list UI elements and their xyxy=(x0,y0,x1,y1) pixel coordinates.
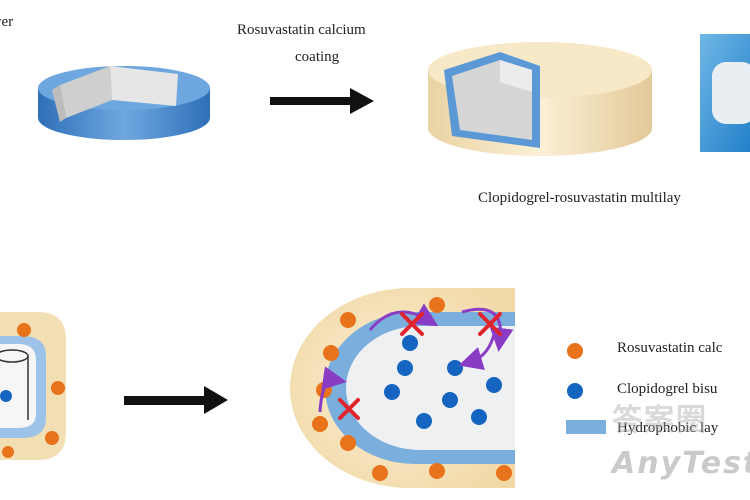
coating-label-line1: Rosuvastatin calcium xyxy=(237,22,366,38)
coating-label-line2: coating xyxy=(295,49,340,65)
watermark-en: AnyTest xyxy=(612,446,750,481)
blocked-cross-marks xyxy=(338,312,502,420)
blue-tablet xyxy=(38,66,210,140)
legend-orange-dot xyxy=(567,343,583,359)
tablet-caption: Clopidogrel-rosuvastatin multilay xyxy=(478,190,681,206)
legend-label-rosuvastatin: Rosuvastatin calc xyxy=(617,340,723,356)
rosuvastatin-dots xyxy=(312,297,512,481)
layer-label: yer xyxy=(0,14,14,30)
coated-tablet xyxy=(428,42,652,156)
process-arrow-top xyxy=(270,88,374,114)
legend-label-hydrophobic: Hydrophobic lay xyxy=(617,420,719,436)
legend-label-clopidogrel: Clopidogrel bisu xyxy=(617,381,718,397)
watermark-cn: 答案圈 xyxy=(612,403,708,438)
legend-markers xyxy=(566,343,606,434)
legend-blue-dot xyxy=(567,383,583,399)
legend-blue-bar xyxy=(566,420,606,434)
tablet-photo xyxy=(700,34,750,152)
process-arrow-bottom xyxy=(124,386,228,414)
left-cross-section xyxy=(0,312,66,460)
coated-cross-section xyxy=(290,288,515,488)
